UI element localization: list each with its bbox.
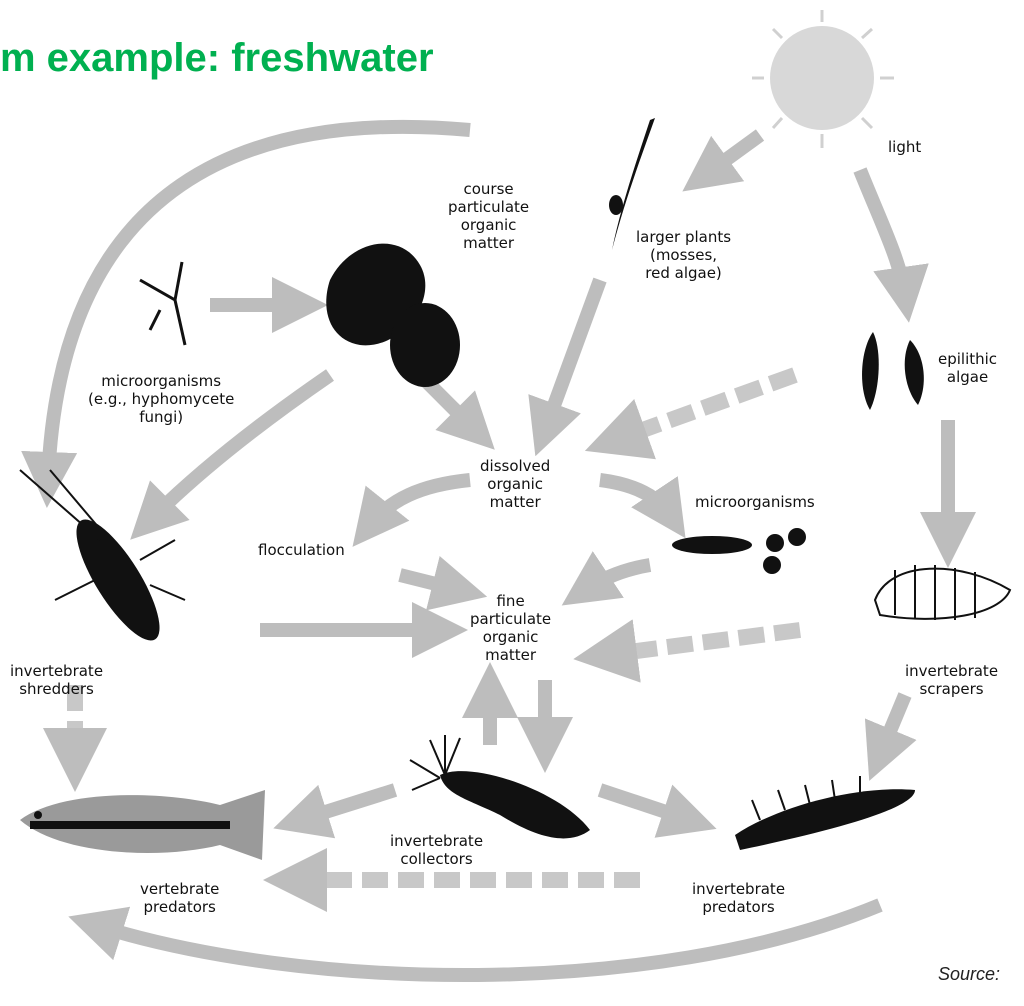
shredder-insect-icon: [20, 470, 185, 651]
arrow-microbes-to-fpom: [585, 565, 650, 590]
arrow-dashed-algae-to-dom: [615, 375, 795, 440]
fungi-icon: [140, 262, 185, 345]
scraper-icon: [875, 565, 1010, 620]
arrow-scrapers-to-predators: [880, 695, 905, 755]
label-larger-plants: larger plants(mosses, red algae): [636, 228, 731, 282]
fish-icon: [20, 790, 265, 860]
arrow-plants-to-dom: [545, 280, 600, 430]
sun-icon: [752, 10, 894, 148]
arrow-dom-to-flocculation: [370, 480, 470, 525]
arrow-collectors-to-fish: [300, 790, 395, 820]
arrow-dom-to-microorganisms: [600, 480, 670, 515]
label-light: light: [888, 138, 921, 156]
algae-icon: [862, 332, 879, 410]
source-note: Source:: [938, 964, 1000, 985]
arrow-collectors-to-inv-predators: [600, 790, 690, 820]
arrow-flocculation-to-fpom: [400, 575, 460, 590]
label-flocculation: flocculation: [258, 541, 345, 559]
label-microorganisms: microorganisms: [695, 493, 815, 511]
seed-icon: [390, 303, 460, 387]
arrow-light-to-plants: [705, 135, 760, 175]
invertebrate-predator-icon: [735, 776, 915, 850]
microbes-icon: [672, 528, 806, 574]
label-microorganisms-fungi: microorganisms(e.g., hyphomycete fungi): [88, 372, 234, 426]
arrow-dashed-scrapers-to-fpom: [605, 630, 800, 655]
arrow-light-to-algae: [860, 170, 905, 295]
page-title: m example: freshwater: [0, 36, 434, 81]
collector-larva-icon: [410, 735, 590, 838]
